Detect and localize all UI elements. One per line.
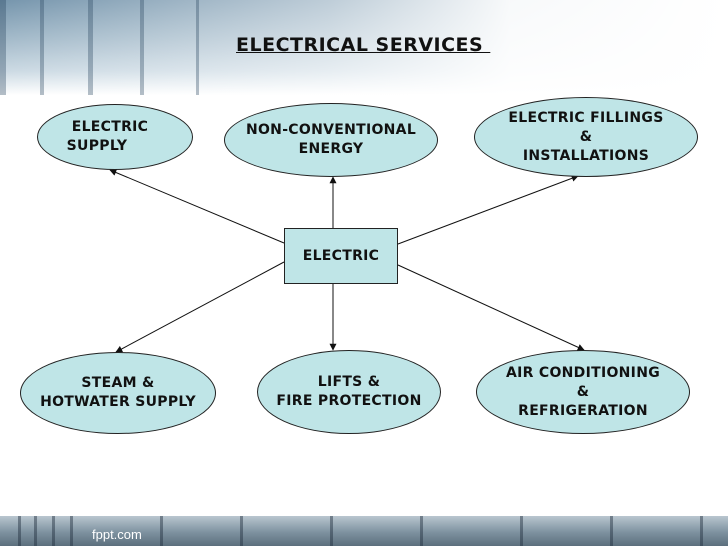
arrow-to-electric-fillings — [397, 174, 579, 245]
footer-watermark: fppt.com — [92, 527, 142, 542]
arrow-to-steam-hotwater — [115, 261, 285, 353]
node-electric-center: ELECTRIC — [284, 228, 398, 284]
arrow-to-air-conditioning — [397, 264, 585, 351]
node-electric-fillings-installations: ELECTRIC FILLINGS & INSTALLATIONS — [474, 97, 698, 177]
node-steam-hotwater-supply: STEAM & HOTWATER SUPPLY — [20, 352, 216, 434]
node-air-conditioning-refrigeration: AIR CONDITIONING & REFRIGERATION — [476, 350, 690, 434]
node-lifts-fire-protection: LIFTS & FIRE PROTECTION — [257, 350, 441, 434]
slide-title: ELECTRICAL SERVICES — [236, 34, 491, 56]
node-electric-supply: ELECTRIC SUPPLY — [37, 104, 193, 170]
footer-background — [0, 516, 728, 546]
node-non-conventional-energy: NON-CONVENTIONAL ENERGY — [224, 103, 438, 177]
arrow-to-electric-supply — [109, 169, 285, 244]
header-background — [0, 0, 728, 95]
